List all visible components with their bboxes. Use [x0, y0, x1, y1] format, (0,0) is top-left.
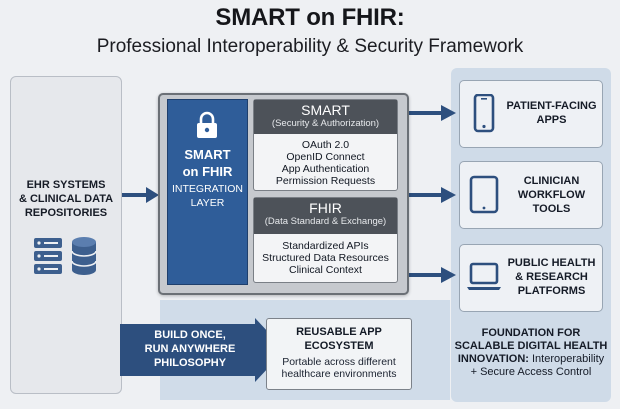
arrow-right-icon [409, 105, 456, 121]
tablet-icon [469, 175, 499, 214]
diagram-title: SMART on FHIR: [215, 4, 405, 31]
reusable-desc-line: healthcare environments [281, 368, 397, 380]
fhir-item: Standardized APIs [282, 240, 369, 252]
build-once-line: RUN ANYWHERE [144, 343, 236, 355]
arrow-right-icon [409, 267, 456, 283]
ehr-systems-box [10, 76, 122, 394]
reusable-description: Portable across different healthcare env… [266, 356, 412, 380]
fhir-items: Standardized APIs Structured Data Resour… [254, 240, 397, 276]
database-icon [71, 237, 97, 275]
foundation-rest-line: + Secure Access Control [470, 366, 592, 378]
ehr-systems-label: EHR SYSTEMS & CLINICAL DATA REPOSITORIES [10, 178, 122, 220]
app-label-patient: PATIENT-FACING APPS [500, 99, 603, 127]
app-label-line: APPS [536, 114, 567, 126]
arrow-right-icon [409, 187, 456, 203]
build-once-line: BUILD ONCE, [154, 329, 226, 341]
smart-item: OAuth 2.0 [301, 139, 350, 151]
foundation-text: FOUNDATION FOR SCALABLE DIGITAL HEALTH I… [453, 327, 609, 379]
ehr-label-line: & CLINICAL DATA [18, 193, 114, 205]
ehr-icons [34, 237, 97, 275]
app-label-line: CLINICIAN [523, 175, 580, 187]
build-once-arrow [120, 318, 285, 382]
foundation-rest: Interoperability [532, 353, 605, 365]
ehr-label-line: EHR SYSTEMS [26, 179, 106, 191]
layer-sub-line: INTEGRATION [172, 183, 243, 195]
layer-title-line: SMART [184, 147, 231, 162]
smart-card-header: SMART (Security & Authorization) [254, 100, 397, 134]
app-label-line: PUBLIC HEALTH [507, 257, 596, 269]
app-label-line: PLATFORMS [517, 285, 586, 297]
server-icon [34, 238, 62, 274]
app-label-line: TOOLS [532, 203, 571, 215]
smart-heading: SMART [301, 102, 350, 118]
app-label-public-health: PUBLIC HEALTH & RESEARCH PLATFORMS [500, 256, 603, 298]
fhir-heading: FHIR [309, 200, 342, 216]
build-once-line: PHILOSOPHY [153, 357, 227, 369]
integration-layer-subtitle: INTEGRATION LAYER [167, 182, 248, 210]
lock-icon [197, 111, 217, 138]
fhir-item: Clinical Context [289, 264, 362, 276]
smart-item: OpenID Connect [286, 151, 365, 163]
reusable-ecosystem-card [266, 318, 412, 390]
layer-sub-line: LAYER [190, 197, 225, 209]
integration-layer-title: SMART on FHIR [167, 146, 248, 180]
app-label-line: & RESEARCH [515, 271, 588, 283]
app-card-patient [459, 80, 603, 148]
app-label-line: PATIENT-FACING [506, 100, 597, 112]
diagram-subtitle: Professional Interoperability & Security… [96, 36, 524, 57]
reusable-desc-line: Portable across different [282, 356, 396, 368]
reusable-title-line: ECOSYSTEM [304, 340, 374, 352]
app-label-clinician: CLINICIAN WORKFLOW TOOLS [500, 174, 603, 216]
smart-item: Permission Requests [275, 175, 376, 187]
laptop-icon [467, 262, 501, 290]
fhir-item: Structured Data Resources [262, 252, 389, 264]
foundation-bold-line: FOUNDATION FOR [481, 327, 581, 339]
smart-items: OAuth 2.0 OpenID Connect App Authenticat… [254, 139, 397, 187]
fhir-card-header: FHIR (Data Standard & Exchange) [254, 198, 397, 234]
layer-title-line: on FHIR [182, 164, 233, 179]
foundation-bold-line: SCALABLE DIGITAL HEALTH [454, 340, 608, 352]
build-once-text: BUILD ONCE, RUN ANYWHERE PHILOSOPHY [123, 328, 257, 370]
reusable-title-line: REUSABLE APP [296, 326, 382, 338]
app-card-clinician [459, 161, 603, 229]
app-card-public-health [459, 244, 603, 312]
fhir-subheading: (Data Standard & Exchange) [264, 216, 387, 227]
smart-subheading: (Security & Authorization) [271, 118, 380, 129]
ehr-label-line: REPOSITORIES [24, 207, 108, 219]
reusable-title: REUSABLE APP ECOSYSTEM [266, 325, 412, 353]
smart-item: App Authentication [281, 163, 370, 175]
smartphone-icon [473, 94, 495, 133]
arrow-right-icon [122, 187, 159, 203]
app-label-line: WORKFLOW [517, 189, 586, 201]
foundation-bold-line: INNOVATION: [457, 353, 529, 365]
